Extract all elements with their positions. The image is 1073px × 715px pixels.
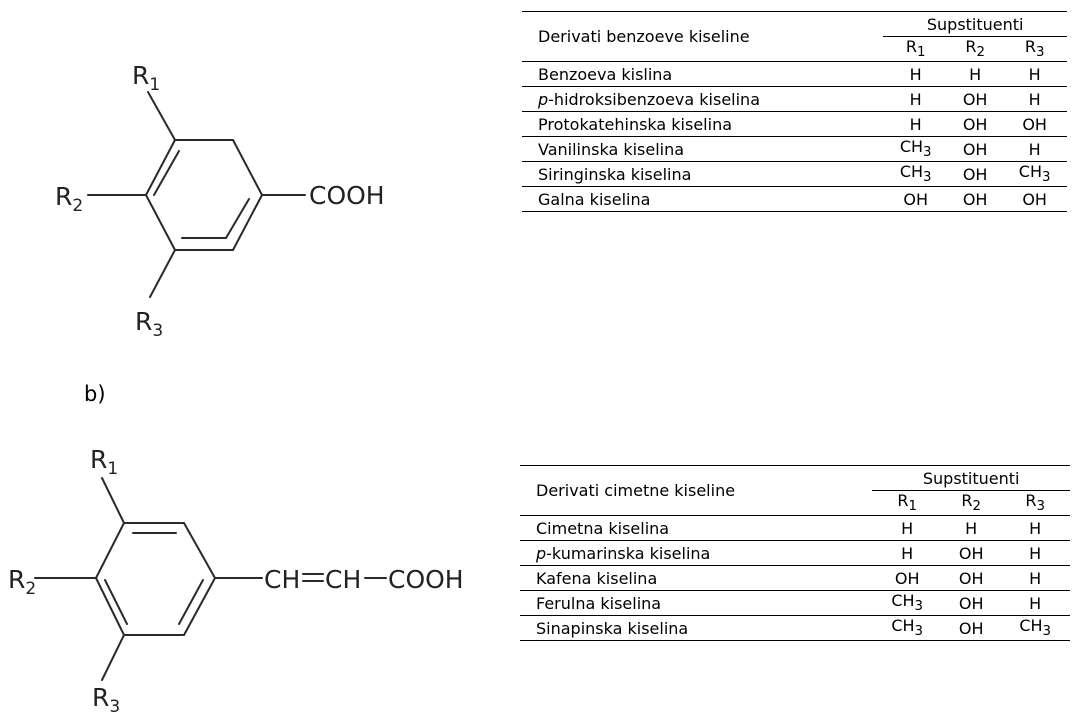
substituent-cell: H [1000,515,1070,541]
substituent-cell: H [872,515,942,541]
ring-double-bond [178,579,204,625]
substituent-cell: H [883,86,949,112]
substituent-cell: CH3 [883,136,949,162]
ring-bond [183,522,216,579]
ring-bond [145,194,176,251]
table-header-group: Supstituenti [883,11,1067,37]
compound-name: Galna kiselina [522,186,884,212]
substituent-cell: CH3 [1000,615,1070,641]
panel-label-b: b) [84,382,106,406]
compound-name: Kafena kiselina [520,565,873,591]
substituent-cell: OH [941,540,1001,566]
compound-name: Protokatehinska kiselina [522,111,884,137]
benzoic-acid-structure: R1 R2 R3 COOH [55,61,385,341]
substituent-cell: OH [941,615,1001,641]
substituent-cell: OH [1002,186,1067,212]
compound-name: Benzoeva kislina [522,61,884,87]
substituent-cell: OH [883,186,949,212]
column-header: R1 [883,36,949,62]
substituent-cell: OH [941,590,1001,616]
substituent-cell: H [1002,136,1067,162]
ring-bond [95,522,125,579]
ring-bond [232,139,263,196]
table-header-name: Derivati cimetne kiseline [520,465,873,516]
cinnamic-derivatives-table: Derivati cimetne kiseline Supstituenti R… [520,465,1070,641]
substituent-cell: H [941,515,1001,541]
r3-label: R3 [92,683,120,715]
column-header: R2 [948,36,1003,62]
r3-bond [149,249,176,298]
ch-label-2: CH [325,565,361,594]
column-header: R1 [872,490,942,516]
substituent-cell: OH [872,565,942,591]
substituent-cell: OH [948,161,1003,187]
column-header: R3 [1002,36,1067,62]
r3-bond [101,634,125,681]
substituent-cell: CH3 [872,590,942,616]
r1-label: R1 [90,445,118,479]
substituent-cell: H [1002,86,1067,112]
compound-name: p-hidroksibenzoeva kiselina [522,86,884,112]
ring-bond [183,577,216,636]
substituent-cell: H [1000,590,1070,616]
substituent-cell: H [872,540,942,566]
ring-double-bond [225,198,250,239]
ring-bond [145,139,176,196]
table-header-name: Derivati benzoeve kiseline [522,11,884,62]
substituent-cell: H [1000,565,1070,591]
ring-bond [232,194,263,251]
substituent-cell: CH3 [1002,161,1067,187]
compound-name: Cimetna kiselina [520,515,873,541]
r2-label: R2 [8,565,36,599]
substituent-cell: H [883,111,949,137]
cinnamic-acid-structure: CH CH COOH R1 R2 R3 [8,445,464,715]
substituent-cell: CH3 [883,161,949,187]
compound-name: Vanilinska kiselina [522,136,884,162]
r2-label: R2 [55,182,83,216]
column-header: R2 [941,490,1001,516]
substituent-cell: CH3 [872,615,942,641]
table-header-group: Supstituenti [872,465,1070,491]
substituent-cell: H [1000,540,1070,566]
ring-bond [95,577,125,636]
substituent-cell: H [948,61,1003,87]
compound-name: Ferulna kiselina [520,590,873,616]
column-header: R3 [1000,490,1070,516]
compound-name: p-kumarinska kiselina [520,540,873,566]
ring-double-bond [104,579,128,625]
ch-label-1: CH [264,565,300,594]
benzoic-derivatives-table: Derivati benzoeve kiseline Supstituenti … [522,11,1067,212]
substituent-cell: OH [948,136,1003,162]
r1-bond [101,477,125,524]
substituent-cell: OH [1002,111,1067,137]
substituent-cell: OH [948,186,1003,212]
substituent-cell: OH [941,565,1001,591]
ring-double-bond [153,150,180,196]
substituent-cell: H [1002,61,1067,87]
compound-name: Sinapinska kiselina [520,615,873,641]
substituent-cell: OH [948,111,1003,137]
substituent-cell: H [883,61,949,87]
compound-name: Siringinska kiselina [522,161,884,187]
r1-label: R1 [132,61,160,95]
r3-label: R3 [135,307,163,341]
r1-bond [147,91,176,141]
cooh-label: COOH [309,181,385,210]
cooh-label: COOH [388,565,464,594]
substituent-cell: OH [948,86,1003,112]
